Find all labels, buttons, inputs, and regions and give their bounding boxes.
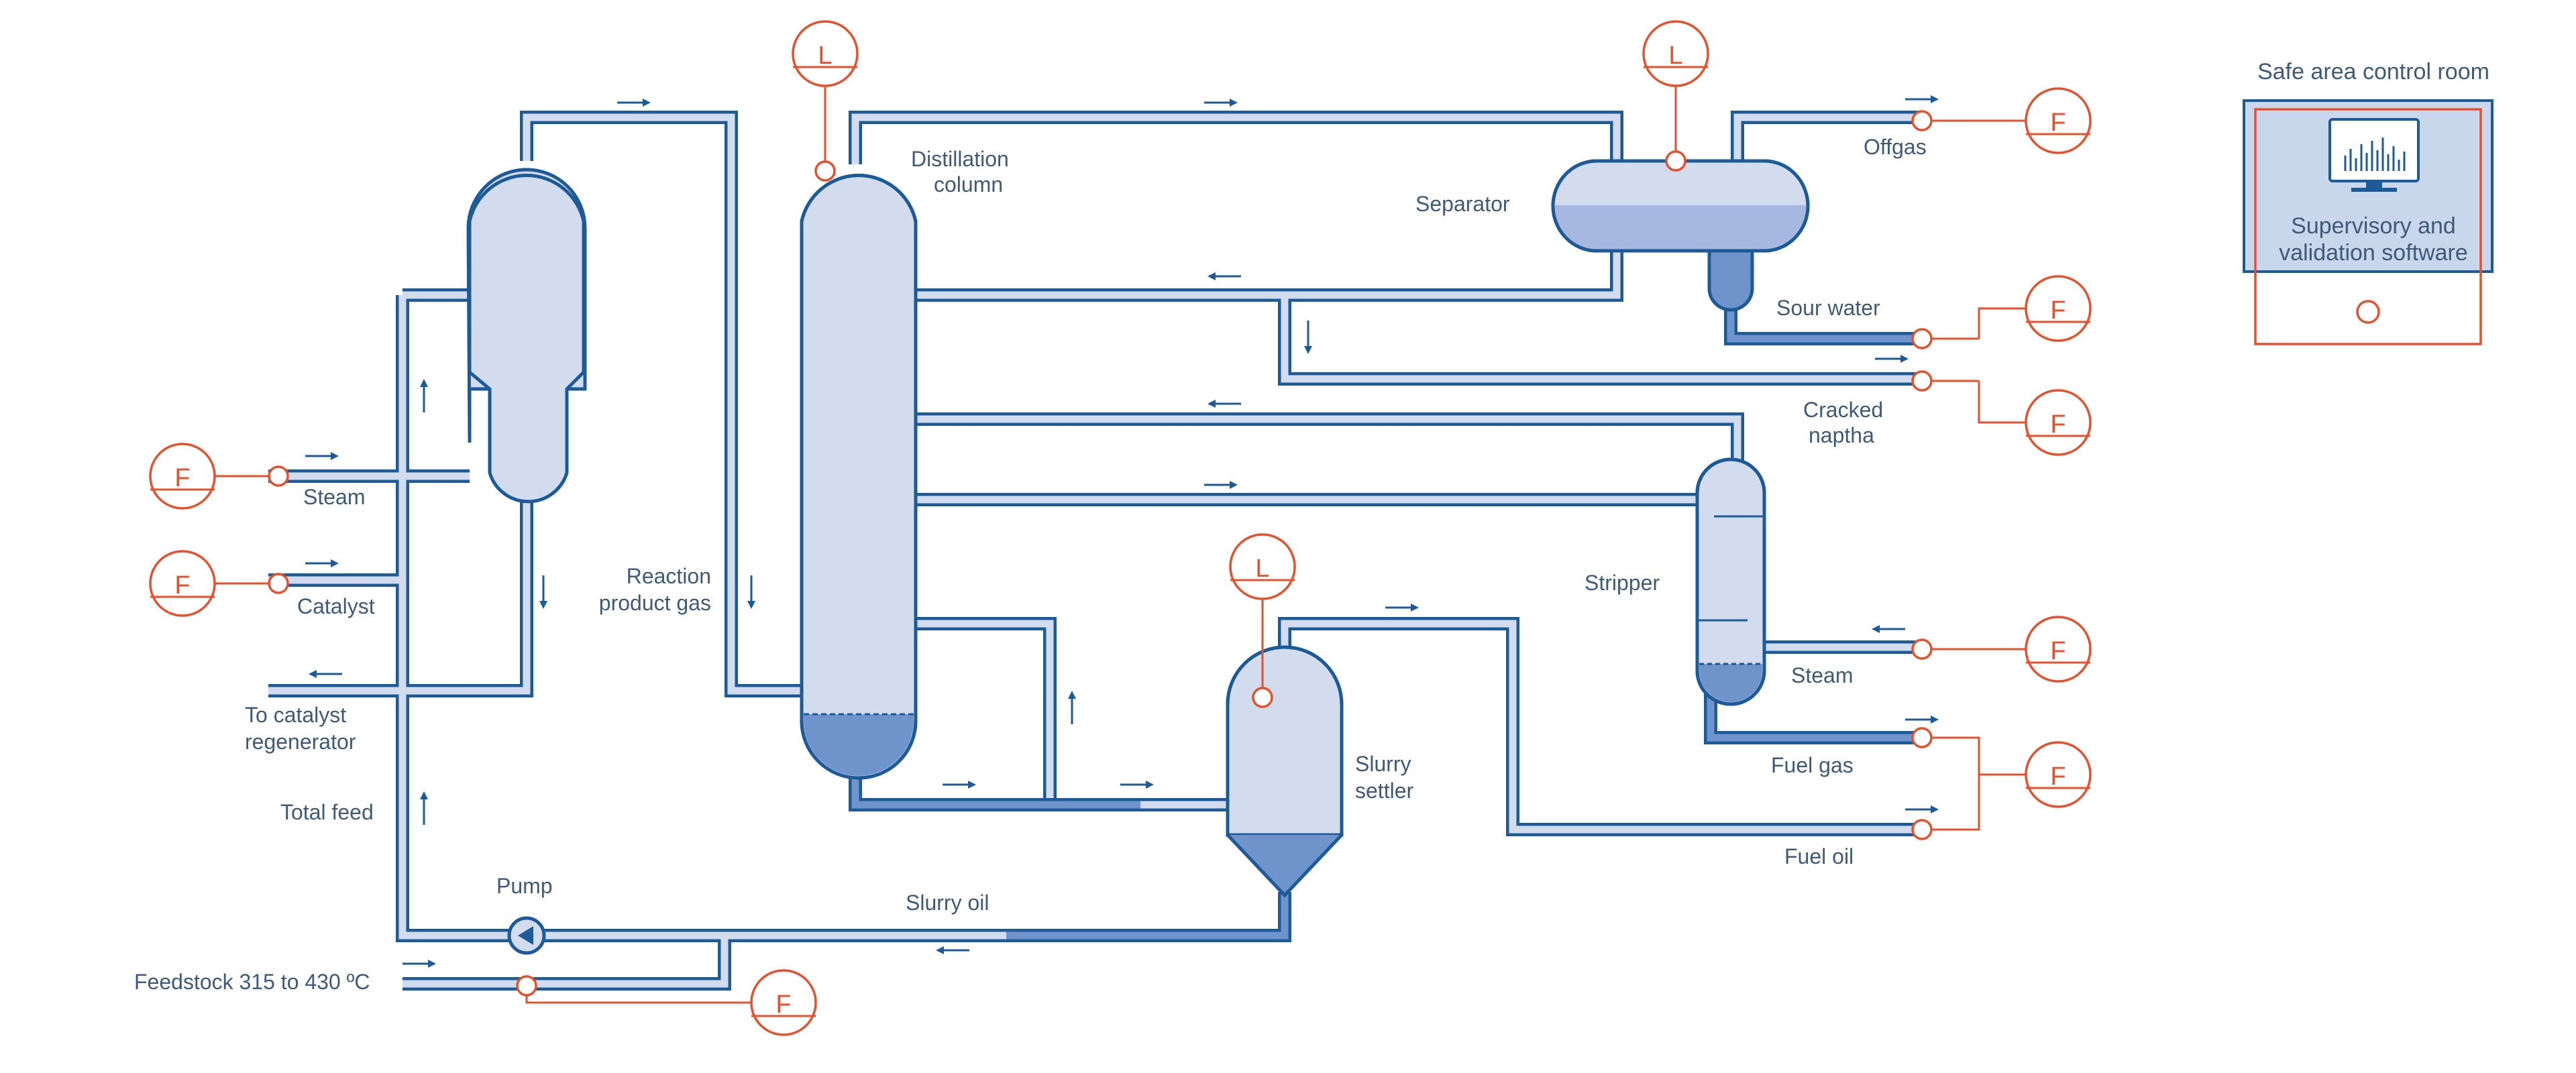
separator-vessel bbox=[1551, 159, 1810, 312]
control-room-input-point bbox=[2356, 300, 2380, 324]
level-instrument: L bbox=[792, 20, 859, 87]
cracked-naptha-label: Cracked bbox=[1803, 398, 1883, 422]
separator-label: Separator bbox=[1415, 192, 1510, 216]
flow-arrow-icon bbox=[1872, 625, 1905, 633]
sour-water-label: Sour water bbox=[1776, 296, 1880, 320]
offgas-label: Offgas bbox=[1864, 135, 1927, 159]
stream-labels: Distillation column Separator Offgas Sou… bbox=[134, 135, 1927, 994]
flow-arrow-icon bbox=[936, 946, 969, 954]
flow-instrument: F bbox=[2025, 616, 2092, 683]
flow-arrow-icon bbox=[747, 575, 755, 609]
flow-arrow-icon bbox=[1208, 400, 1241, 408]
control-room-title: Safe area control room bbox=[2257, 59, 2489, 84]
stripper-label: Stripper bbox=[1585, 571, 1660, 595]
flow-symbol: F bbox=[2050, 763, 2065, 791]
process-pipes bbox=[268, 111, 1922, 991]
flow-instrument: F bbox=[750, 969, 817, 1036]
flow-arrow-icon bbox=[1120, 781, 1154, 789]
steam-stripper-label: Steam bbox=[1791, 663, 1853, 687]
level-instrument: L bbox=[1642, 20, 1709, 87]
level-symbol: L bbox=[1668, 42, 1682, 70]
flow-instrument: F bbox=[149, 550, 216, 617]
flow-arrow-icon bbox=[402, 960, 436, 968]
feedstock-label: Feedstock 315 to 430 ºC bbox=[134, 970, 370, 994]
flow-arrow-icon bbox=[1385, 604, 1419, 612]
flow-symbol: F bbox=[2050, 637, 2065, 665]
tap-points bbox=[268, 110, 1933, 997]
flow-symbol: F bbox=[2050, 109, 2065, 137]
flow-arrow-icon bbox=[1068, 691, 1076, 724]
control-room-panel: Safe area control room Sup bbox=[2243, 59, 2493, 345]
flow-symbol: F bbox=[775, 991, 791, 1019]
flow-arrow-icon bbox=[943, 781, 976, 789]
flow-arrow-icon bbox=[309, 670, 342, 678]
slurry-settler-label-2: settler bbox=[1355, 779, 1413, 803]
catalyst-regenerator-label: To catalyst bbox=[245, 703, 346, 727]
slurry-settler-vessel bbox=[1226, 645, 1344, 898]
reactor-vessel bbox=[466, 168, 587, 504]
flow-instrument: F bbox=[2025, 87, 2092, 154]
flow-arrow-icon bbox=[305, 559, 339, 567]
flow-arrow-icon bbox=[420, 791, 428, 825]
steam-left-label: Steam bbox=[303, 485, 365, 509]
flow-arrow-icon bbox=[1304, 321, 1312, 354]
pump-label: Pump bbox=[496, 874, 553, 898]
signal-lines bbox=[208, 79, 2027, 1004]
level-symbol: L bbox=[818, 42, 832, 70]
catalyst-label: Catalyst bbox=[297, 594, 375, 618]
fuel-oil-label: Fuel oil bbox=[1784, 844, 1854, 868]
level-symbol: L bbox=[1255, 555, 1269, 583]
flow-instrument: F bbox=[2025, 275, 2092, 342]
flow-arrow-icon bbox=[1208, 272, 1241, 280]
flow-arrow-icon bbox=[617, 99, 651, 107]
catalyst-regenerator-label-2: regenerator bbox=[245, 730, 356, 754]
flow-symbol: F bbox=[2050, 410, 2065, 439]
flow-instrument: F bbox=[149, 443, 216, 510]
fuel-gas-label: Fuel gas bbox=[1771, 753, 1854, 777]
flow-arrow-icon bbox=[1204, 99, 1238, 107]
flow-arrow-icon bbox=[1875, 355, 1909, 363]
software-label-line1: Supervisory and bbox=[2291, 213, 2456, 239]
total-feed-label: Total feed bbox=[280, 800, 374, 824]
flow-instrument: F bbox=[2025, 741, 2092, 808]
slurry-settler-label: Slurry bbox=[1355, 752, 1411, 776]
distillation-column-label: Distillation bbox=[911, 147, 1009, 171]
monitor-icon bbox=[2328, 118, 2420, 192]
flow-symbol: F bbox=[174, 571, 190, 600]
flow-instrument: F bbox=[2025, 389, 2092, 456]
flow-arrow-icon bbox=[1905, 716, 1939, 724]
flow-arrow-icon bbox=[1905, 805, 1939, 813]
flow-arrow-icon bbox=[1204, 481, 1238, 489]
flow-arrow-icon bbox=[305, 452, 339, 460]
distillation-column-label-2: column bbox=[934, 172, 1003, 196]
flow-arrow-icon bbox=[420, 379, 428, 412]
reaction-product-gas-label-2: product gas bbox=[599, 591, 711, 615]
level-instrument: L bbox=[1229, 533, 1296, 600]
flow-arrows bbox=[305, 95, 1939, 968]
pump bbox=[507, 916, 546, 955]
software-label-line2: validation software bbox=[2279, 240, 2468, 266]
flow-arrow-icon bbox=[539, 575, 547, 609]
slurry-oil-label: Slurry oil bbox=[906, 891, 989, 915]
reaction-product-gas-label: Reaction bbox=[627, 564, 711, 588]
stripper-vessel bbox=[1695, 457, 1766, 706]
cracked-naptha-label-2: naptha bbox=[1809, 423, 1874, 447]
flow-arrow-icon bbox=[1905, 95, 1939, 103]
flow-symbol: F bbox=[174, 464, 190, 492]
distillation-column bbox=[800, 174, 918, 780]
flow-symbol: F bbox=[2050, 296, 2065, 325]
